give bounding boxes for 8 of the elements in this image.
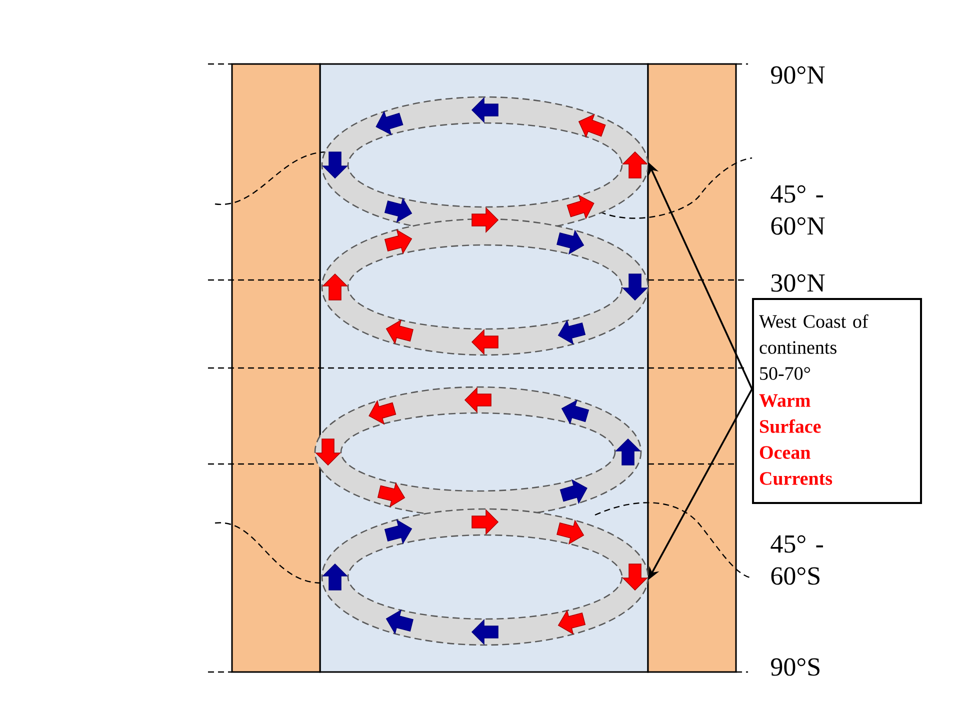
latitude-label: 90°S [771,658,820,676]
latitude-label: 30°N [771,274,825,292]
latitude-label: 45° - 60°S [770,535,823,585]
latitude-label: 45° - 60°N [770,185,825,235]
latitude-label: 90°N [771,66,825,84]
callout-box: West Coast of continents 50-70° Warm Surface Ocean Currents [752,298,922,504]
continent-band [231,63,321,673]
continent-band [647,63,737,673]
